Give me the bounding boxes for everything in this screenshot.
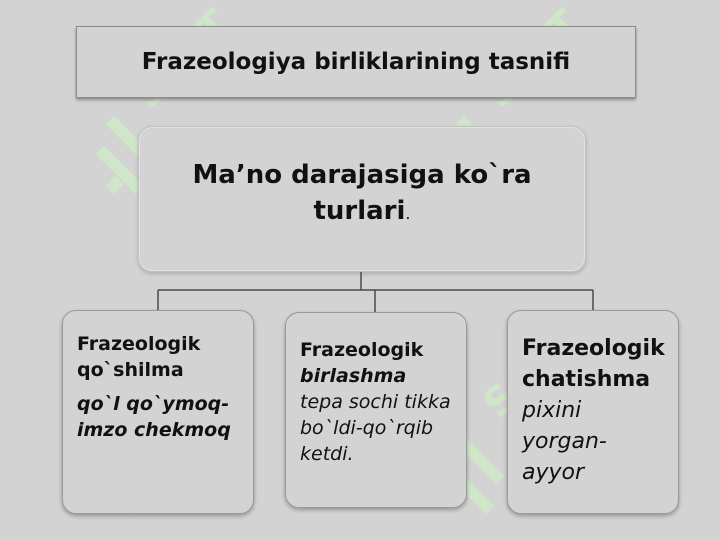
child-node-label: Frazeologik xyxy=(300,339,424,361)
child-node-label: Frazeologik qo`shilma xyxy=(77,333,201,381)
root-node-dot: . xyxy=(405,204,411,223)
child-node-example: tepa sochi tikka bo`ldi-qo`rqib ketdi. xyxy=(300,391,451,465)
child-node-chatishma: Frazeologik chatishma pixini yorgan-ayyo… xyxy=(507,310,679,514)
child-node-example: qo`l qo`ymoq-imzo chekmoq xyxy=(77,393,231,441)
root-node-line2: turlari xyxy=(313,196,406,226)
child-node-birlashma: Frazeologik birlashma tepa sochi tikka b… xyxy=(285,312,467,508)
root-node-line1: Ma’no darajasiga ko`ra xyxy=(192,160,532,190)
diagram-title: Frazeologiya birliklarining tasnifi xyxy=(76,26,636,98)
child-node-qoshilma: Frazeologik qo`shilma qo`l qo`ymoq-imzo … xyxy=(62,310,254,514)
child-node-example: pixini yorgan-ayyor xyxy=(522,398,607,485)
root-node: Ma’no darajasiga ko`ra turlari. xyxy=(138,126,586,272)
child-node-type: birlashma xyxy=(300,365,407,387)
child-node-label: Frazeologik chatishma xyxy=(522,336,665,392)
